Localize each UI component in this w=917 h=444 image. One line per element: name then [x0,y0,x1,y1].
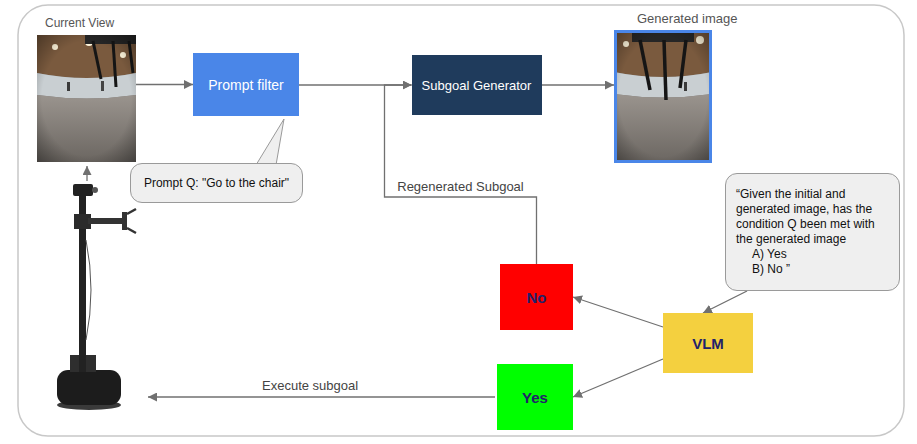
node-text: No [527,289,547,306]
frame-border [18,5,904,436]
robot-arm [88,218,124,224]
flow-arrow [703,291,747,313]
node-text: Prompt filter [208,77,283,93]
photo-ground [37,35,136,162]
node-text: VLM [692,335,724,352]
flow-arrow [542,84,615,85]
bubble-text: A) Yes [736,247,889,262]
bubble-text: Prompt Q: "Go to the chair" [141,176,292,191]
decision-yes: Yes [497,364,573,430]
node-text: Subgoal Generator [422,78,532,93]
execute-arrow [148,396,495,397]
flow-arrow [573,297,663,327]
robot-gripper [127,209,136,233]
edge-label: Regenerated Subgoal [395,179,526,194]
process-box: Subgoal Generator [412,55,542,115]
prompt-bubble: Prompt Q: "Go to the chair" [130,163,303,203]
camera-photo [37,35,136,162]
robot-head [73,184,93,196]
question-bubble: “Given the initial and generated image, … [725,173,900,291]
arrow-label: Execute subgoal [262,378,358,393]
robot-base [57,370,121,405]
decision-no: No [500,264,573,330]
photo-ground [614,30,712,163]
flow-arrow [136,84,193,85]
robot-illustration [57,184,136,410]
vlm-box: VLM [663,313,753,373]
generated-photo [614,30,712,163]
camera-view: Current View [37,35,136,162]
image-heading: Generated image [637,11,737,26]
bubble-text: B) No ” [736,262,889,277]
feedback-arrow [86,166,87,181]
photo-vignette [37,35,136,162]
bubble-tail [256,119,284,165]
photo-vignette [614,30,712,163]
robot-cable [86,240,91,340]
robot-camera [92,187,98,193]
robot-wrist [122,212,127,230]
node-text: Yes [522,389,548,406]
process-box: Prompt filter [193,53,299,116]
image-heading: Current View [45,16,114,30]
bubble-text: “Given the initial and generated image, … [736,187,889,247]
generated-image: Generated image [614,30,712,163]
flow-arrow [573,359,663,397]
